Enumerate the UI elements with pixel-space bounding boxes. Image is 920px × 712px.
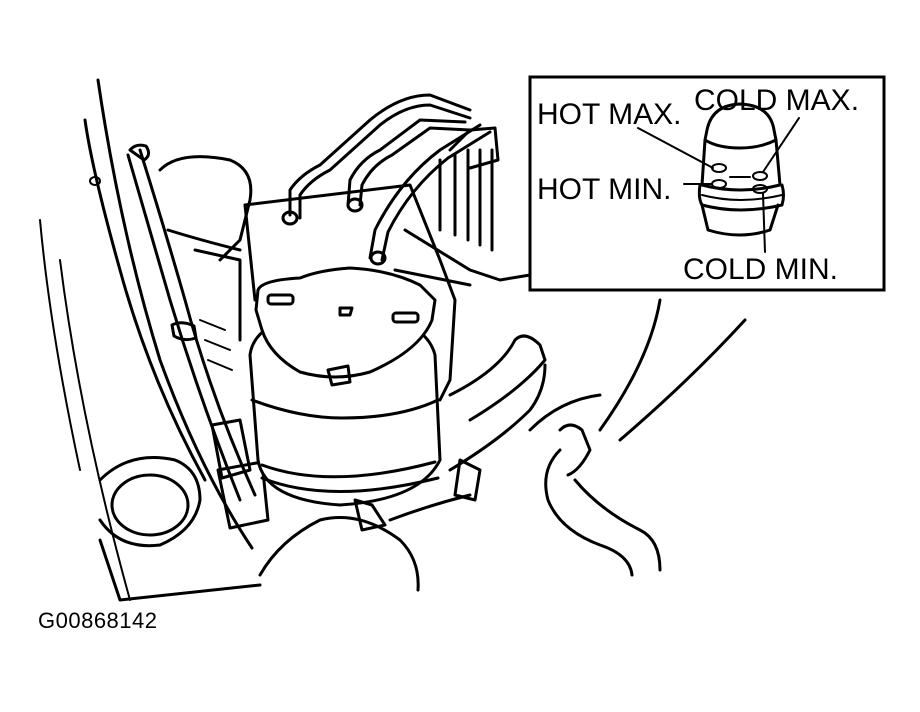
lower-hoses	[388, 298, 747, 577]
label-hot-max: HOT MAX.	[537, 98, 681, 131]
component-box	[158, 155, 253, 371]
mount-bracket	[98, 456, 420, 602]
abs-unit	[243, 183, 532, 402]
inset-detail	[528, 75, 886, 292]
brake-lines	[288, 93, 500, 262]
label-hot-min: HOT MIN.	[537, 173, 671, 206]
figure-id: G00868142	[38, 608, 158, 633]
wire-harness	[126, 143, 270, 530]
label-cold-min: COLD MIN.	[683, 253, 838, 286]
fluid-reservoir	[248, 266, 442, 532]
fender-panel	[39, 78, 254, 601]
label-cold-max: COLD MAX.	[694, 84, 859, 117]
